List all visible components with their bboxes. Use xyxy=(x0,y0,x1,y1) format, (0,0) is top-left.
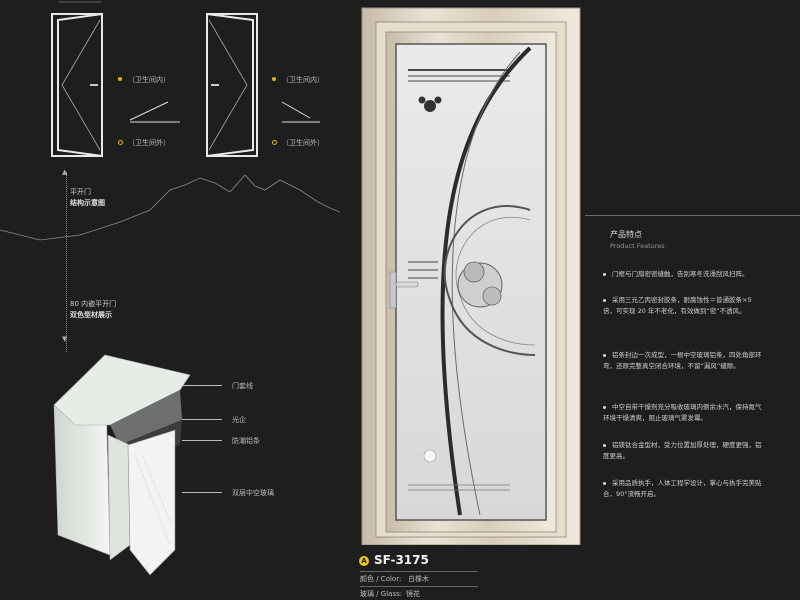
left-inside-label: （卫生间内） xyxy=(128,76,170,84)
callout-line xyxy=(182,492,222,493)
door-illustration xyxy=(361,7,581,545)
glass-value: 镜花 xyxy=(406,590,420,598)
inside-dot-icon xyxy=(118,77,122,81)
opening-diagram-left xyxy=(51,1,103,158)
feature-item: 门框与门扇密密缝触，告别寒冬洗澡刮风扫阵。 xyxy=(603,269,763,280)
bullet-icon xyxy=(603,443,606,447)
model-number: SF-3175 xyxy=(374,553,429,567)
color-value: 白橡木 xyxy=(408,575,429,583)
features-heading-cn: 产品特点 xyxy=(610,230,642,239)
outside-circle-icon xyxy=(272,140,277,145)
feature-item: 采用品质执手，人体工程学设计，掌心与执手完美贴合，90°流畅开启。 xyxy=(603,479,762,498)
feature-item: 铝条封边一次成型，一根中空玻璃铝条，四处角部环弯，还原完整真空闭合环境，不留“漏… xyxy=(603,351,762,370)
arrow-down-icon: ▼ xyxy=(62,335,68,343)
profile-title: 双色型材展示 xyxy=(70,311,112,319)
model-divider xyxy=(360,586,478,587)
flat-door-title: 结构示意图 xyxy=(70,199,105,207)
model-divider xyxy=(360,571,478,572)
feature-item: 采用三元乙丙密封胶条，耐腐蚀性＝普通胶条×5倍，可实现 20 年不老化，有效做到… xyxy=(603,296,752,315)
glass-label: 玻璃 / Glass: xyxy=(360,590,403,598)
model-badge-icon: A xyxy=(359,556,369,566)
callout-line xyxy=(182,419,222,420)
callout-moisture-strip: 防潮铝条 xyxy=(232,437,260,445)
feature-item: 铝镁钛合金型材，受力位置加厚处理，硬度更强，铝度更高。 xyxy=(603,441,762,460)
profile-label: 80 内嵌平开门 xyxy=(70,300,117,308)
bullet-icon xyxy=(603,481,606,485)
profile-cross-section xyxy=(53,354,191,576)
callout-line xyxy=(182,440,222,441)
flat-door-label: 平开门 xyxy=(70,188,91,196)
bullet-icon xyxy=(603,405,606,409)
left-outside-label: （卫生间外） xyxy=(128,139,170,147)
features-divider xyxy=(585,215,800,216)
features-heading-en: Product Features xyxy=(610,242,665,250)
swing-symbol-left xyxy=(129,101,180,123)
arrow-up-icon: ▲ xyxy=(62,168,68,176)
bullet-icon xyxy=(603,353,606,357)
bullet-icon xyxy=(603,298,606,302)
callout-light-frame: 光企 xyxy=(232,416,246,424)
right-inside-label: （卫生间内） xyxy=(282,76,324,84)
feature-item: 中空自带干燥剂充分吸收玻璃内侧余水汽，保持氮气环境干燥清爽，阻止玻璃气雾发霉。 xyxy=(603,403,762,422)
mountain-outline xyxy=(0,174,340,241)
opening-diagram-right xyxy=(206,12,258,158)
swing-symbol-right xyxy=(281,101,320,123)
color-label: 颜色 / Color: xyxy=(360,575,402,583)
inside-dot-icon xyxy=(272,77,276,81)
outside-circle-icon xyxy=(118,140,123,145)
callout-line xyxy=(182,385,222,386)
vertical-guide xyxy=(66,172,67,352)
callout-frame-trim: 门套线 xyxy=(232,382,253,390)
right-outside-label: （卫生间外） xyxy=(282,139,324,147)
callout-double-glass: 双层中空玻璃 xyxy=(232,489,274,497)
bullet-icon xyxy=(603,272,606,276)
